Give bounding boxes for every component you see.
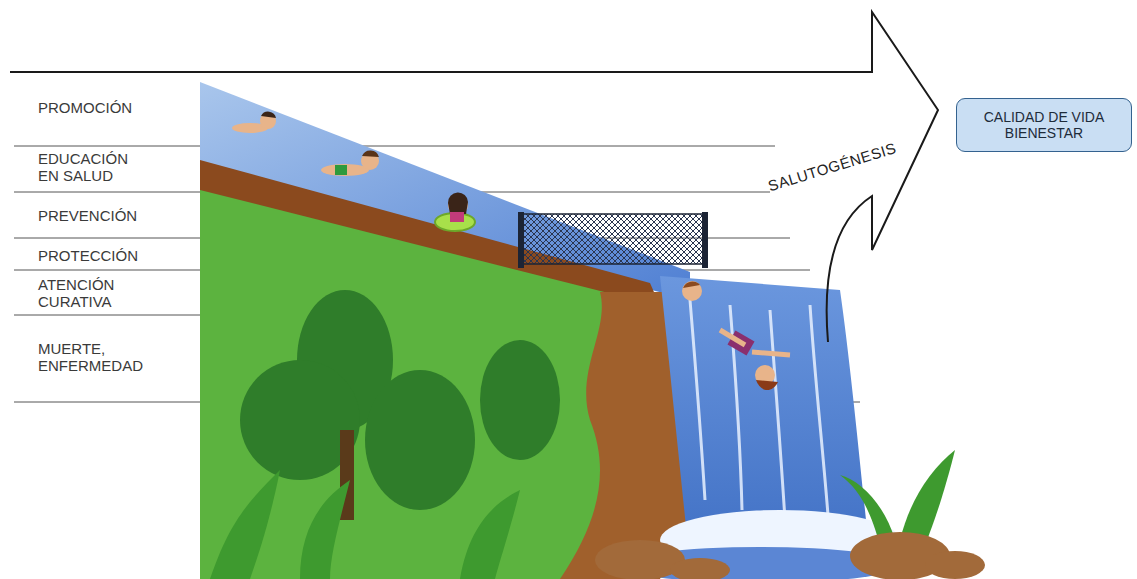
- box-text-group: CALIDAD DE VIDA BIENESTAR: [965, 109, 1123, 141]
- swimmers: [232, 112, 790, 390]
- outcome-box: CALIDAD DE VIDA BIENESTAR: [956, 98, 1132, 152]
- arrow-label: SALUTOGÉNESIS: [766, 139, 898, 194]
- rocks: [595, 532, 985, 579]
- level-label: PREVENCIÓN: [38, 207, 188, 224]
- level-label: PROMOCIÓN: [38, 99, 188, 116]
- level-label: ATENCIÓN CURATIVA: [38, 276, 138, 310]
- safety-net: [518, 212, 708, 268]
- salutogenesis-arrow: [10, 12, 938, 342]
- water-streaks: [690, 300, 828, 520]
- trees: [240, 290, 560, 510]
- level-label: PROTECCIÓN: [38, 247, 188, 264]
- box-text: CALIDAD DE VIDA BIENESTAR: [965, 109, 1123, 141]
- level-label: MUERTE, ENFERMEDAD: [38, 340, 168, 374]
- level-label: EDUCACIÓN EN SALUD: [38, 150, 148, 184]
- plants: [210, 450, 955, 579]
